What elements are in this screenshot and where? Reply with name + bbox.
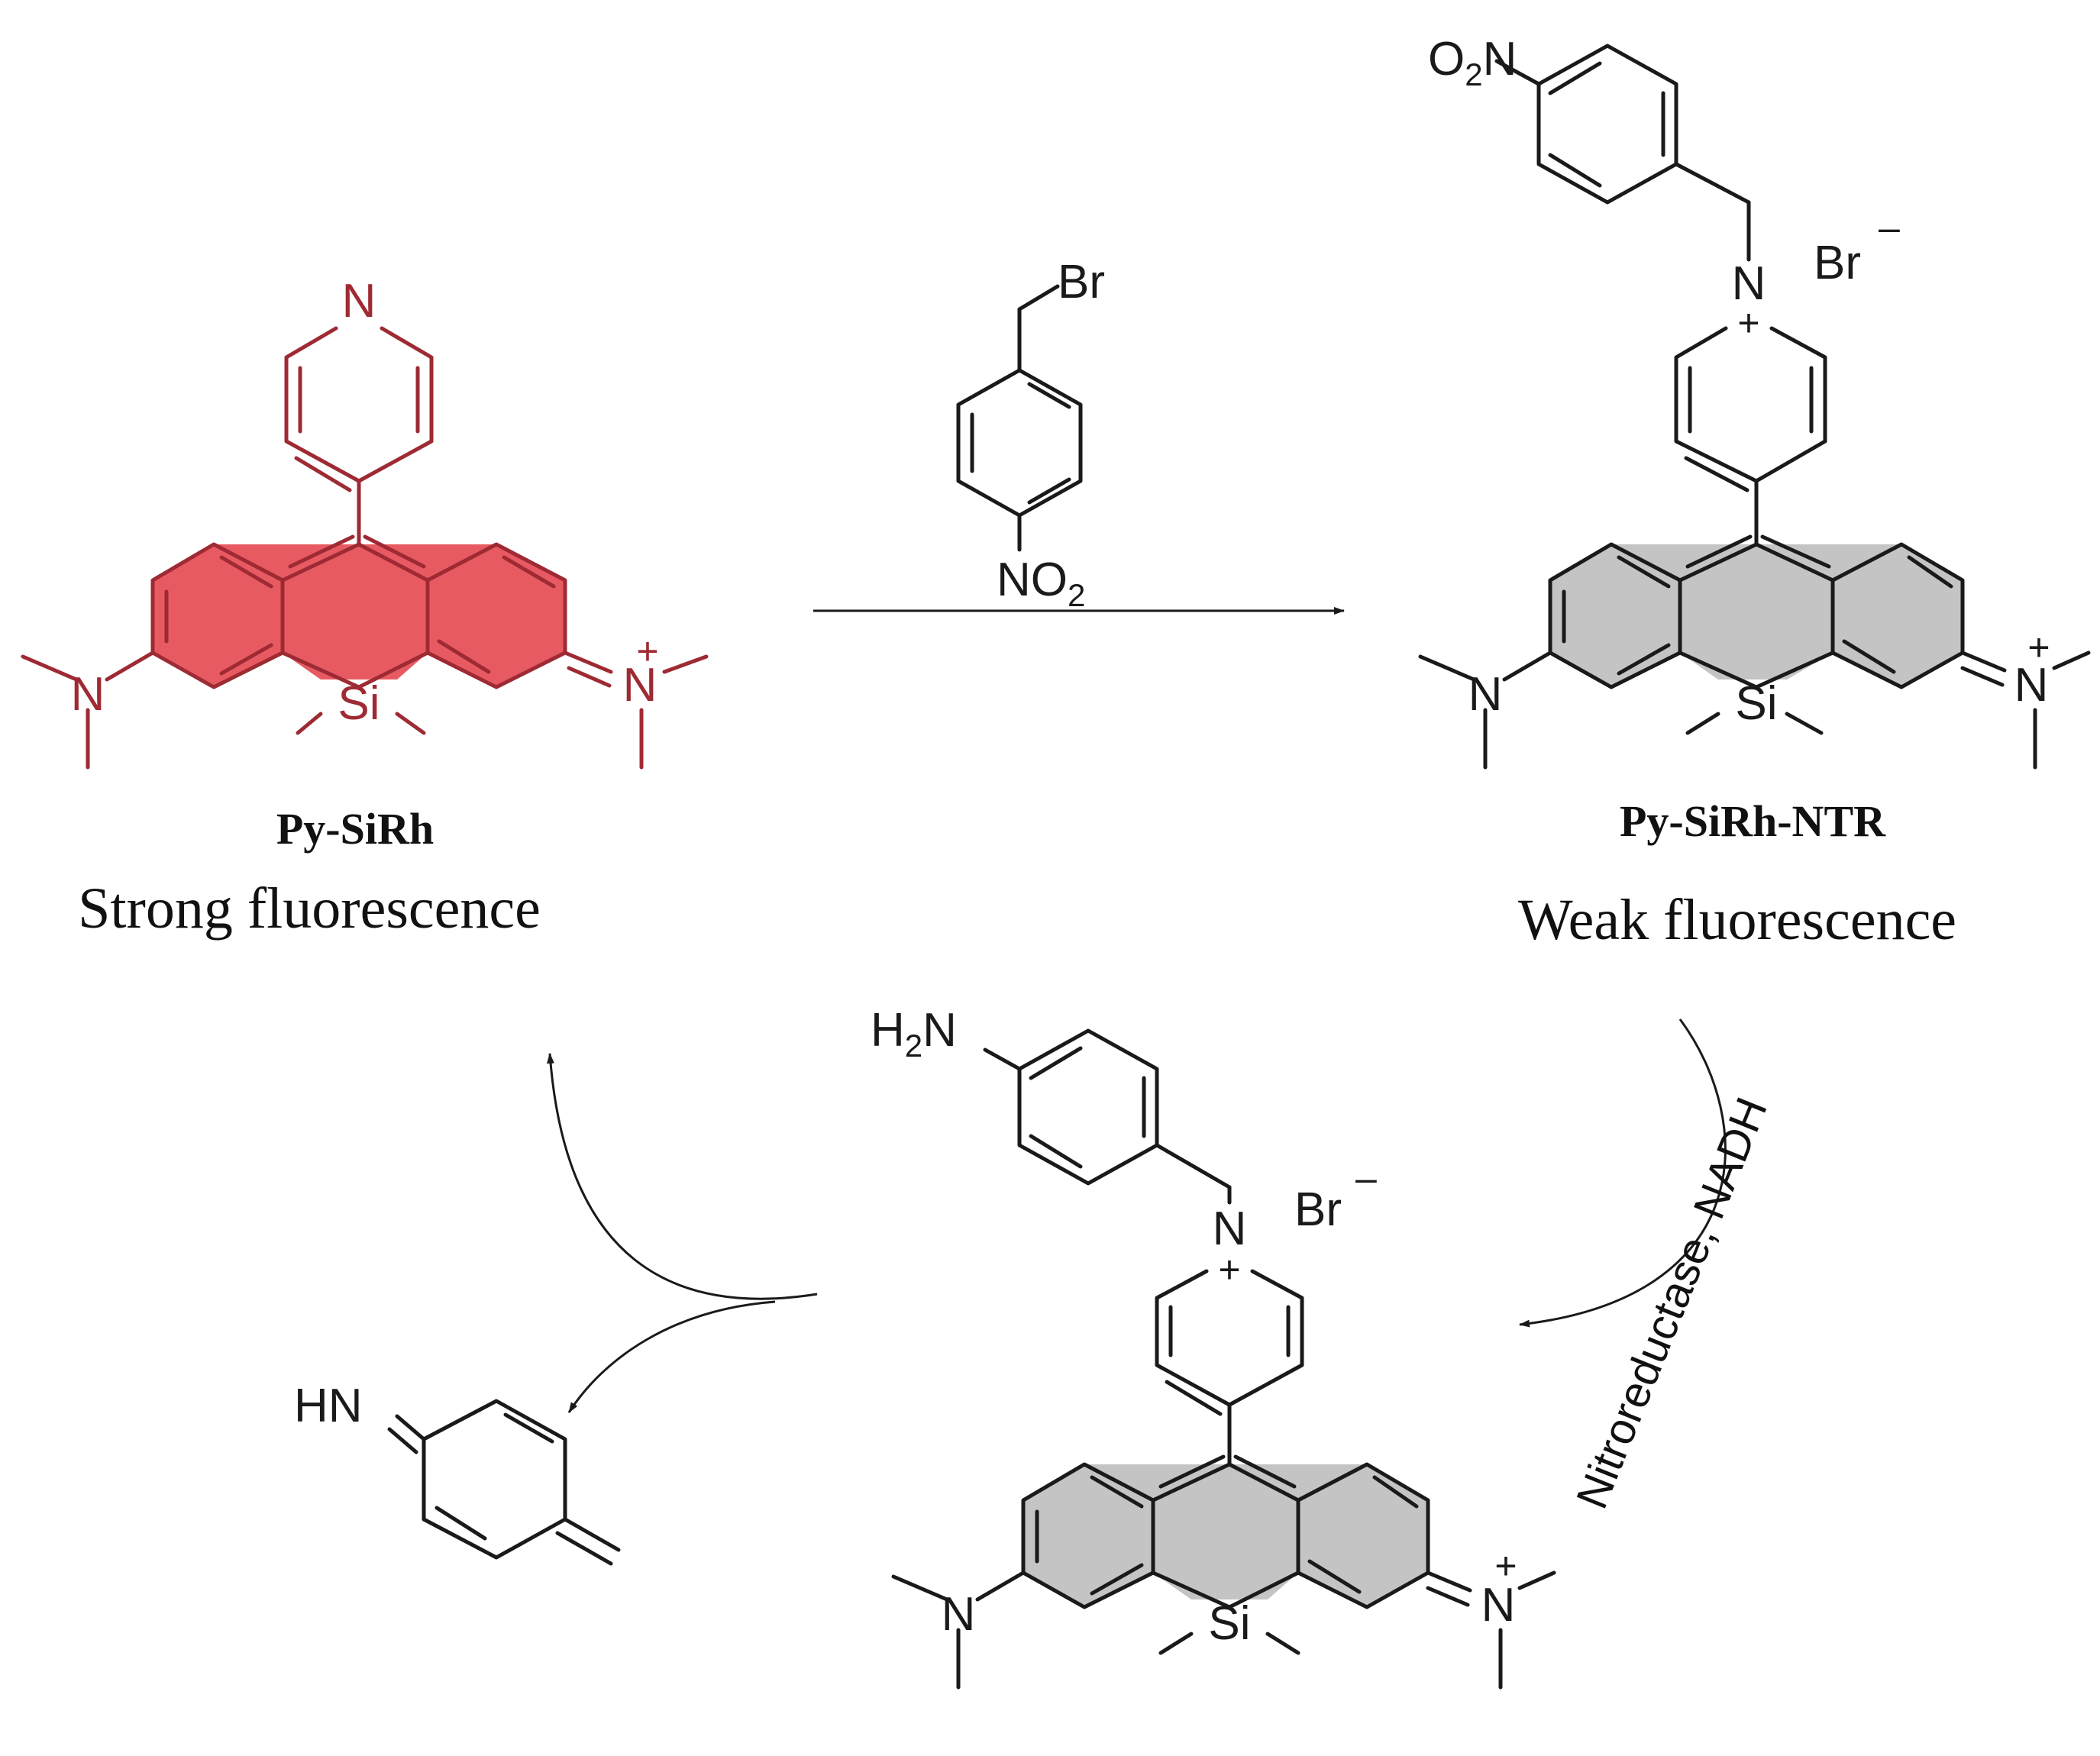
- byproduct-arrow: [567, 1300, 776, 1413]
- reduction-arrow: [1519, 1018, 1727, 1328]
- py-sirh-fluorescence: Strong fluorescence: [78, 876, 541, 941]
- py-sirh-core-fill: [153, 544, 565, 687]
- ntr-iminium-plus: +: [2027, 626, 2050, 669]
- ntr-amine-n: N: [1468, 668, 1503, 721]
- py-sirh-pyridine-n: N: [342, 275, 376, 328]
- py-sirh-amine-n: N: [71, 668, 105, 721]
- intermediate-pyridinium-plus: +: [1218, 1248, 1240, 1291]
- enzyme-conditions: Nitroreductase, NADH: [1567, 1091, 1777, 1516]
- py-sirh-ntr-structure: O2N N + Br – Si N N +: [1418, 33, 2091, 770]
- qmi-hn-label: HN: [294, 1380, 363, 1432]
- py-sirh-structure: N Si N N +: [21, 275, 709, 770]
- py-sirh-iminium-n: N: [623, 659, 657, 712]
- amine-intermediate-structure: H2N N + Br – Si N N +: [871, 1004, 1556, 1690]
- intermediate-pyridinium-n: N: [1213, 1202, 1247, 1255]
- reagent-br-label: Br: [1058, 256, 1105, 308]
- reagent-no2-label: NO2: [997, 554, 1085, 613]
- ntr-pyridinium-n: N: [1732, 257, 1766, 310]
- intermediate-h2n-label: H2N: [871, 1004, 957, 1064]
- ntr-pyridinium-plus: +: [1737, 302, 1759, 344]
- py-sirh-ntr-fluorescence: Weak fluorescence: [1518, 888, 1956, 952]
- ntr-bromide-label: Br: [1814, 237, 1861, 289]
- py-sirh-plus-charge: +: [636, 630, 658, 673]
- ntr-iminium-n: N: [2014, 659, 2049, 712]
- ntr-si-label: Si: [1735, 677, 1777, 730]
- intermediate-bromide-minus: –: [1355, 1157, 1377, 1199]
- intermediate-bromide-label: Br: [1294, 1183, 1342, 1236]
- ntr-bromide-minus: –: [1879, 206, 1900, 249]
- quinone-methide-imine: HN: [294, 1380, 621, 1566]
- intermediate-iminium-plus: +: [1494, 1545, 1517, 1587]
- py-sirh-name: Py-SiRh: [276, 804, 434, 854]
- nitrobenzyl-bromide-reagent: Br NO2: [956, 256, 1105, 613]
- intermediate-iminium-n: N: [1481, 1579, 1516, 1632]
- intermediate-amine-n: N: [942, 1588, 976, 1641]
- py-sirh-si-label: Si: [338, 677, 380, 730]
- ntr-o2n-label: O2N: [1428, 33, 1517, 92]
- ntr-core-fill: [1550, 544, 1963, 687]
- py-sirh-ntr-name: Py-SiRh-NTR: [1620, 796, 1886, 846]
- release-arrow: [546, 1053, 818, 1300]
- intermediate-si-label: Si: [1208, 1597, 1250, 1650]
